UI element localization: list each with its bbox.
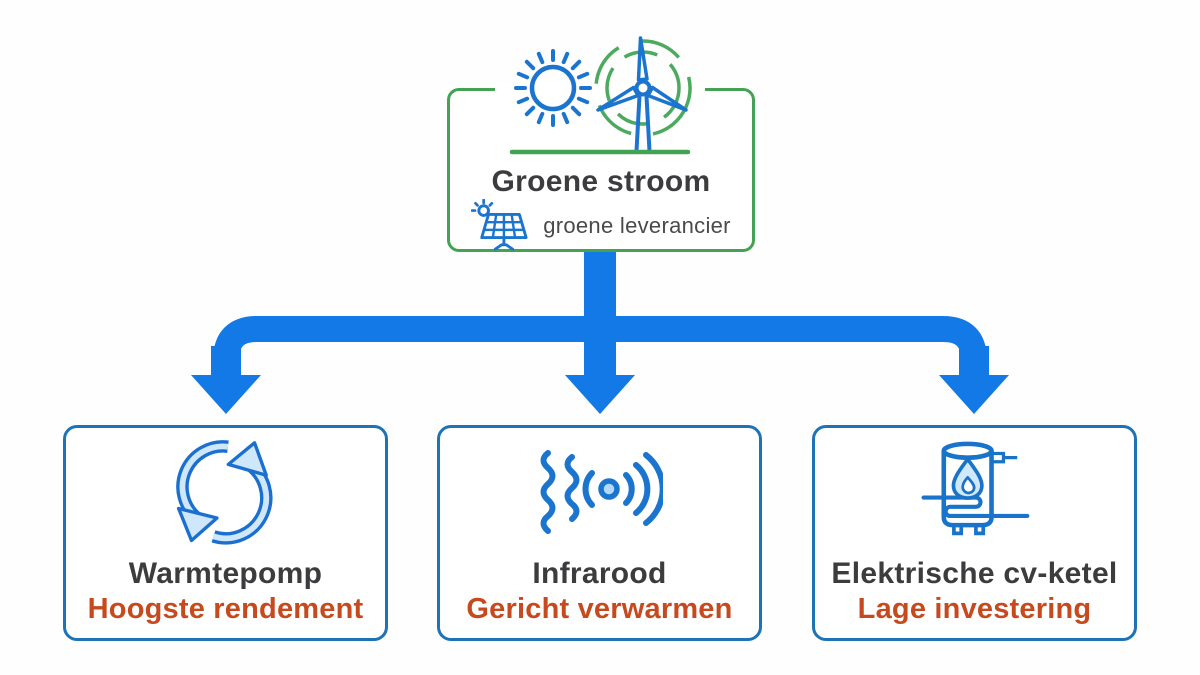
mini-sun-rays xyxy=(471,199,494,212)
source-title: Groene stroom xyxy=(491,165,711,198)
infrared-waves-icon xyxy=(540,450,663,534)
green-energy-illustration xyxy=(509,36,692,155)
wave-arc-left xyxy=(582,470,595,508)
wave-arc-medium xyxy=(632,462,650,516)
option-card-infrarood: Infrarood Gericht verwarmen xyxy=(437,425,762,641)
boiler-body xyxy=(940,450,994,528)
option-title: Elektrische cv-ketel xyxy=(831,557,1118,590)
mini-sun xyxy=(477,204,491,217)
arrowhead-left xyxy=(191,375,261,414)
cycle-arrow-up xyxy=(211,441,272,545)
option-benefit: Gericht verwarmen xyxy=(466,593,733,625)
solar-panel-icon xyxy=(471,199,528,251)
option-card-cv-ketel: Elektrische cv-ketel Lage investering xyxy=(812,425,1137,641)
icon-slot xyxy=(906,436,1044,550)
cycle-arrow-down xyxy=(175,440,229,543)
heat-wave-1 xyxy=(540,450,555,534)
source-provider-label: groene leverancier xyxy=(543,213,731,238)
wave-arc-small xyxy=(622,472,635,506)
turbine-hub xyxy=(634,79,652,97)
arrow-center-stem xyxy=(584,251,616,378)
wave-arc-large xyxy=(642,452,663,526)
sun-icon xyxy=(514,49,592,127)
border-gap-mask xyxy=(495,84,705,95)
heating-element xyxy=(921,495,1029,519)
panel-stand xyxy=(493,236,515,251)
arrowhead-right xyxy=(939,375,1009,414)
outlet-pipe xyxy=(991,451,1017,464)
icon-slot xyxy=(537,436,663,550)
icon-slot xyxy=(173,436,279,550)
arrow-tree xyxy=(191,251,1009,414)
option-benefit: Lage investering xyxy=(857,593,1092,625)
option-card-warmtepomp: Warmtepomp Hoogste rendement xyxy=(63,425,388,641)
turbine-tower xyxy=(634,95,652,152)
arrowhead-center xyxy=(565,375,635,414)
electric-boiler-icon xyxy=(921,441,1029,536)
boiler-top xyxy=(940,441,994,460)
option-benefit: Hoogste rendement xyxy=(87,593,364,625)
source-provider-row: groene leverancier xyxy=(447,198,755,254)
panel-grid xyxy=(483,213,526,239)
wind-turbine-icon xyxy=(594,36,692,152)
emitter-dot xyxy=(597,478,620,500)
option-title: Warmtepomp xyxy=(128,557,323,590)
heat-wave-2 xyxy=(564,454,579,522)
flame xyxy=(951,457,984,500)
option-title: Infrarood xyxy=(532,557,667,590)
boiler-legs xyxy=(951,525,985,536)
heat-pump-cycle-icon xyxy=(175,440,272,545)
